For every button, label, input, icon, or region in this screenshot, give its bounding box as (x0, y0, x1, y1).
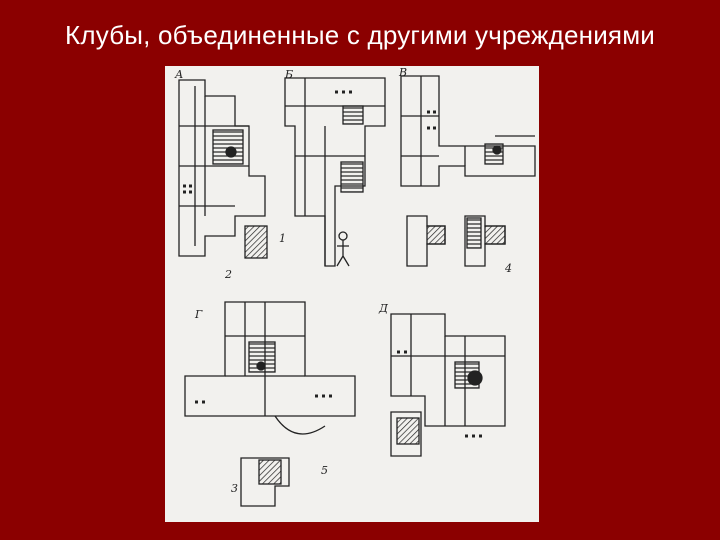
panel-label-b: Б (284, 68, 293, 81)
plan-b (284, 77, 386, 267)
callout-4: 4 (504, 262, 512, 275)
plan-d (390, 313, 506, 457)
detail-sketches-top (406, 215, 506, 267)
callout-5: 5 (321, 464, 328, 477)
panel-label-d: Д (378, 302, 389, 315)
callout-1: 1 (279, 232, 286, 245)
callout-3: 3 (231, 482, 238, 495)
panel-label-a: А (174, 68, 183, 81)
panel-label-v: В (398, 66, 407, 79)
slide-title: Клубы, объединенные с другими учреждения… (64, 20, 655, 50)
plan-a (178, 79, 268, 259)
floor-plan-sketches-figure: А Б В Г Д 1 2 3 4 5 (165, 66, 539, 522)
floor-plan-sketches-drawing: А Б В Г Д 1 2 3 4 5 (174, 66, 536, 507)
callout-2: 2 (224, 268, 232, 281)
plan-g (184, 301, 356, 507)
plan-v (400, 75, 536, 187)
panel-label-g: Г (194, 308, 203, 321)
